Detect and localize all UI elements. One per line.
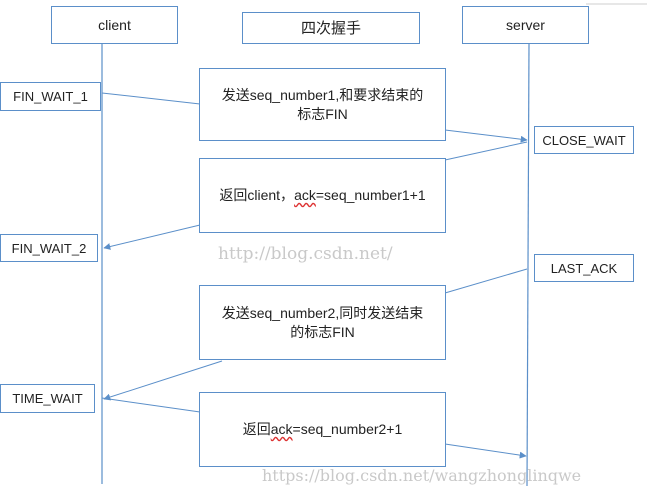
arrow-ack1 [103,224,201,250]
message-ack1: 返回client，ack=seq_number1+1 [199,158,446,233]
message-ack1-prefix: 返回client， [219,187,295,203]
message-fin2-line2: 的标志FIN [290,323,355,340]
server-header: server [462,6,589,44]
message-fin1-line2: 标志FIN [297,105,348,122]
message-ack2-ack: ack [270,421,293,437]
message-ack1-text: 返回client，ack=seq_number1+1 [219,186,425,205]
arrow-ack2-segment [101,397,201,413]
arrow-fin2 [103,360,223,401]
message-ack1-suffix: =seq_number1+1 [315,187,426,203]
arrow-fin2-segment [444,268,528,294]
arrow-fin1-segment [101,92,201,105]
state-time-wait: TIME_WAIT [0,384,95,413]
message-ack2: 返回ack=seq_number2+1 [199,392,446,467]
server-lifeline [526,43,530,487]
watermark-bottom: https://blog.csdn.net/wangzhonglinqwe [262,466,582,485]
message-ack2-prefix: 返回 [242,421,271,437]
diagram-title: 四次握手 [242,12,420,44]
arrow-ack2 [444,443,527,459]
message-ack2-text: 返回ack=seq_number2+1 [243,420,403,439]
message-fin1-line1: 发送seq_number1,和要求结束的 [221,86,424,103]
state-last-ack: LAST_ACK [534,254,634,282]
message-fin2: 发送seq_number2,同时发送结束 的标志FIN [199,285,446,360]
message-fin1: 发送seq_number1,和要求结束的 标志FIN [199,68,446,141]
message-ack1-ack: ack [294,187,316,203]
message-fin2-line1: 发送seq_number2,同时发送结束 [221,304,424,321]
arrow-ack1-segment [444,141,528,161]
state-fin-wait-1: FIN_WAIT_1 [0,82,101,111]
client-header: client [51,6,178,44]
state-fin-wait-2: FIN_WAIT_2 [0,234,98,262]
message-ack2-suffix: =seq_number2+1 [292,421,403,437]
state-close-wait: CLOSE_WAIT [534,126,634,154]
arrow-fin1 [444,129,528,143]
watermark-center: http://blog.csdn.net/ [218,244,393,264]
